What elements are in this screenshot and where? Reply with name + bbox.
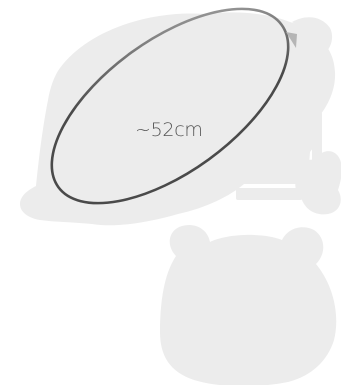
measuring-loop-arrow-icon — [50, 7, 297, 205]
measuring-loop — [50, 7, 290, 205]
hat-silhouette-icon — [20, 12, 341, 226]
loop-arrowhead — [286, 32, 297, 48]
head-silhouette-icon — [160, 225, 337, 385]
measurement-label: ~52cm — [135, 119, 203, 141]
hat-ear-right — [295, 151, 341, 215]
hat-strap-vertical — [312, 112, 322, 172]
hat-strap-connector — [236, 188, 302, 200]
hat-ear-tab-top — [292, 17, 333, 52]
hat-body-shape — [20, 12, 336, 226]
head-shape — [160, 225, 337, 385]
